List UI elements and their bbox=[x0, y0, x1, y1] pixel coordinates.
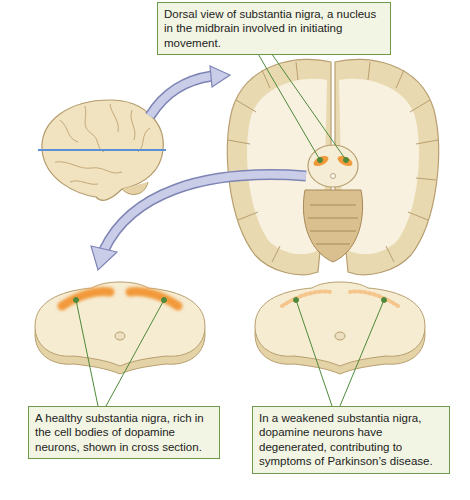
substantia-nigra bbox=[312, 154, 330, 168]
leader-line bbox=[262, 40, 346, 160]
leader-dot bbox=[74, 298, 79, 303]
healthy-midbrain-section bbox=[35, 282, 205, 374]
callout-text: Dorsal view of substantia nigra, a nucle… bbox=[164, 7, 384, 50]
gyri-lines bbox=[55, 104, 150, 184]
callout-box: In a weakened substantia nigra, dopamine… bbox=[252, 406, 450, 474]
cerebellum bbox=[303, 190, 362, 262]
leader-line bbox=[76, 300, 98, 406]
leader-dot bbox=[162, 298, 167, 303]
leader-lines bbox=[74, 40, 387, 406]
substantia-nigra bbox=[336, 154, 354, 168]
folia bbox=[308, 205, 358, 244]
leader-line bbox=[106, 300, 164, 406]
cerebellum bbox=[122, 182, 148, 194]
section-plane bbox=[38, 149, 166, 151]
aqueduct bbox=[331, 174, 336, 179]
faded-band bbox=[282, 292, 330, 306]
callout-box: A healthy substantia nigra, rich in the … bbox=[28, 406, 220, 459]
arrow-outline bbox=[104, 175, 306, 250]
coronal-slice bbox=[227, 59, 438, 274]
weakened-midbrain-section bbox=[255, 282, 425, 374]
curved-arrow bbox=[150, 66, 230, 116]
section-face bbox=[255, 282, 425, 366]
dopamine-band bbox=[130, 292, 178, 306]
arrow-head bbox=[91, 246, 117, 270]
leader-line bbox=[296, 300, 332, 406]
arrow-head bbox=[210, 66, 230, 87]
dopamine-band bbox=[62, 292, 110, 306]
aqueduct bbox=[115, 332, 125, 340]
leader-dot bbox=[294, 298, 299, 303]
curved-arrow bbox=[91, 175, 306, 270]
sulci bbox=[228, 62, 298, 262]
arrow-body bbox=[104, 175, 306, 250]
arrow-body bbox=[150, 76, 212, 116]
aqueduct bbox=[335, 332, 345, 340]
leader-dot bbox=[318, 158, 323, 163]
faded-band bbox=[350, 292, 398, 306]
section-face bbox=[35, 282, 205, 366]
leader-dot bbox=[344, 158, 349, 163]
callout-box: Dorsal view of substantia nigra, a nucle… bbox=[157, 2, 391, 55]
leader-line bbox=[250, 40, 320, 160]
arrow-outline bbox=[150, 76, 212, 116]
lateral-brain bbox=[38, 100, 166, 200]
callout-text: In a weakened substantia nigra, dopamine… bbox=[259, 411, 443, 469]
leader-line bbox=[340, 300, 384, 406]
callout-text: A healthy substantia nigra, rich in the … bbox=[35, 411, 213, 454]
leader-dot bbox=[382, 298, 387, 303]
sulci bbox=[368, 62, 438, 262]
